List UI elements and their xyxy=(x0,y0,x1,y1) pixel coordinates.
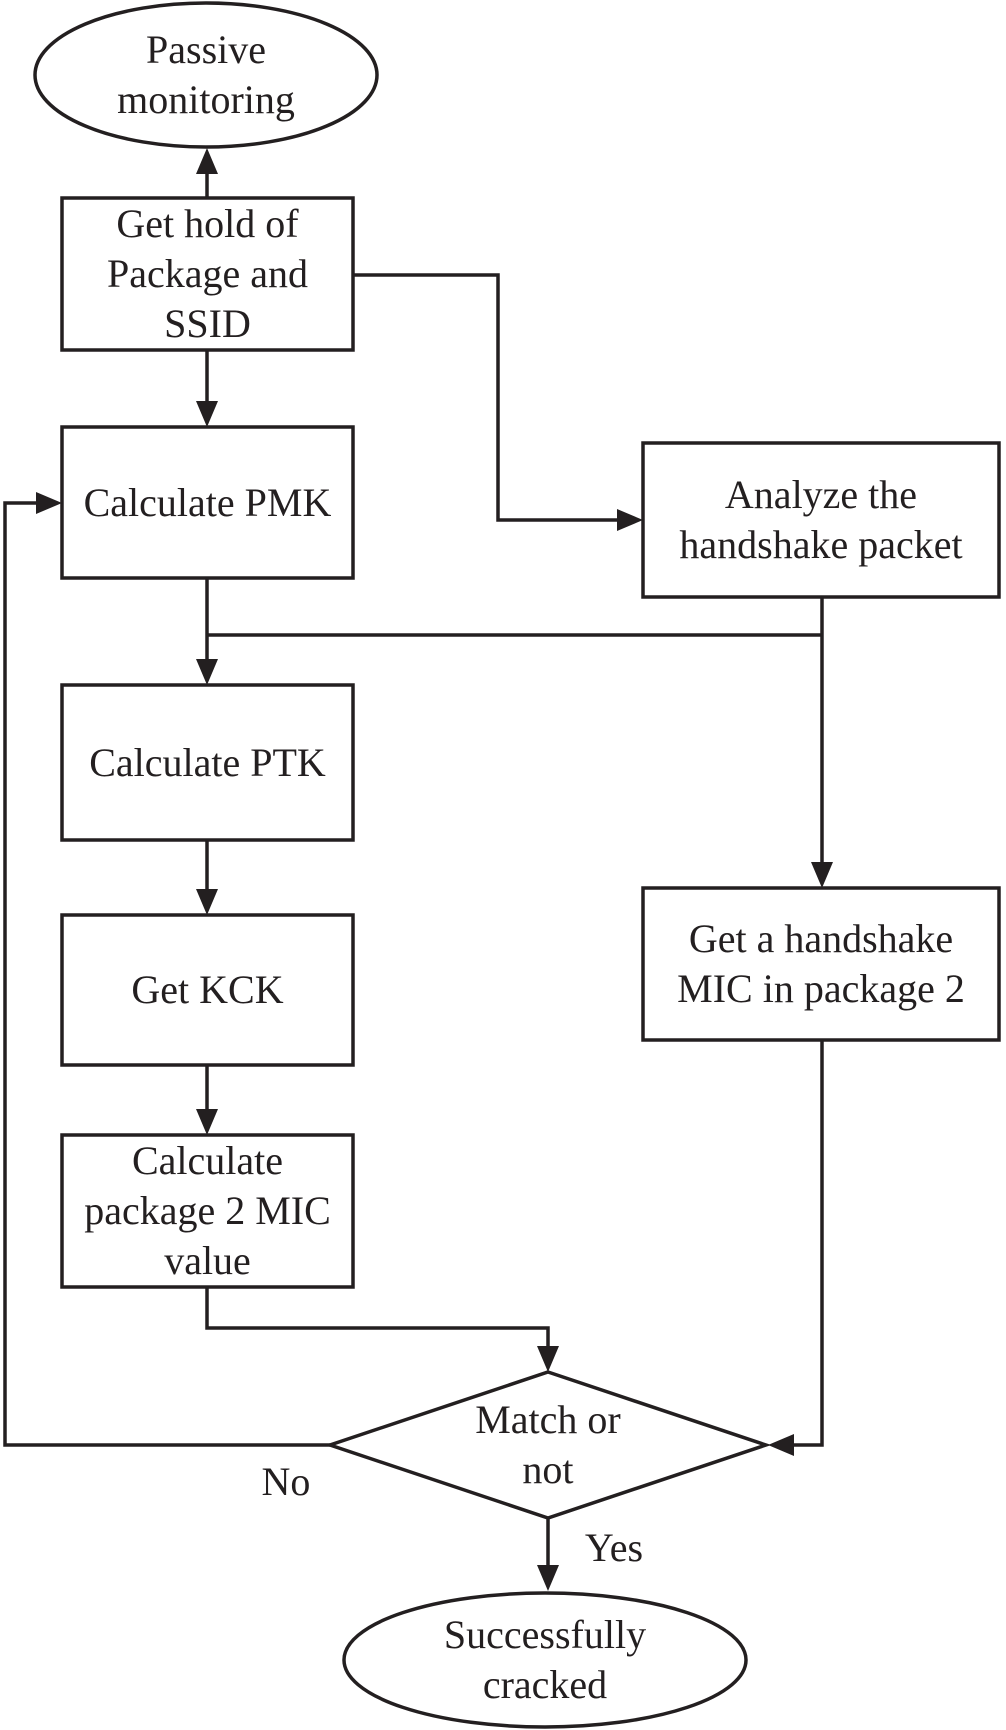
shape-match-decision xyxy=(324,1370,772,1520)
connector-gethold-to-analyze xyxy=(353,273,621,522)
shape-calculate-mic xyxy=(60,1133,355,1289)
arrowhead-down-ptk xyxy=(196,659,218,685)
arrowhead-up-start xyxy=(196,148,218,174)
shape-analyze-handshake xyxy=(641,441,1001,599)
arrowhead-down-end xyxy=(537,1565,559,1591)
shape-passive-monitoring xyxy=(33,1,379,149)
arrowhead-down-calcmic xyxy=(196,1109,218,1135)
arrowhead-right-analyze xyxy=(617,509,643,531)
shape-successfully-cracked xyxy=(342,1591,748,1729)
node-successfully-cracked: Successfully cracked xyxy=(443,1612,647,1707)
shape-get-kck xyxy=(60,913,355,1067)
edge-label-yes: Yes xyxy=(584,1524,644,1570)
node-calculate-ptk: Calculate PTK xyxy=(89,739,326,785)
connector-mic-to-decision xyxy=(790,1040,824,1447)
arrowhead-down-decision xyxy=(537,1346,559,1372)
node-calculate-mic: Calculate package 2 MIC value xyxy=(84,1138,331,1283)
arrowhead-left-decision xyxy=(768,1434,794,1456)
shape-get-handshake-mic xyxy=(641,886,1001,1042)
connector-decision-no-to-pmk xyxy=(3,501,330,1447)
node-match-decision: Match or not xyxy=(475,1397,621,1492)
shape-get-hold xyxy=(60,196,355,352)
shape-calculate-ptk xyxy=(60,683,355,842)
arrowhead-down-pmk xyxy=(196,401,218,427)
connector-calcmic-to-decision xyxy=(205,1287,550,1350)
arrowhead-down-kck xyxy=(196,889,218,915)
arrowhead-right-pmk-loop xyxy=(36,492,62,514)
node-get-kck: Get KCK xyxy=(131,967,284,1012)
node-calculate-pmk: Calculate PMK xyxy=(83,479,332,525)
shape-calculate-pmk xyxy=(60,425,355,580)
node-analyze-handshake: Analyze the handshake packet xyxy=(679,472,963,567)
node-get-hold: Get hold of Package and SSID xyxy=(106,201,308,346)
node-passive-monitoring: Passive monitoring xyxy=(117,27,295,122)
arrowhead-down-mic xyxy=(811,862,833,888)
edge-label-no: No xyxy=(261,1458,311,1504)
node-get-handshake-mic: Get a handshake MIC in package 2 xyxy=(677,916,965,1011)
